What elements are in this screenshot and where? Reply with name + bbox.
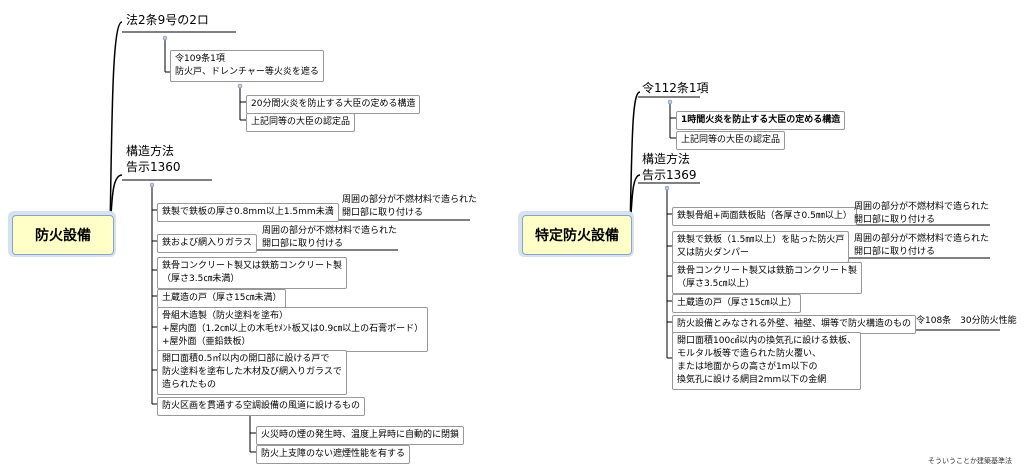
left-item-3[interactable]: 鉄骨コンクリート製又は鉄筋コンクリート製 （厚さ3.5㎝未満） [157,257,348,289]
right-item-5-note: 令108条 30分防火性能 [916,316,1017,326]
right-item-2-note: 周囲の部分が不燃材料で造られた 開口部に取り付ける [854,234,990,257]
left-branch2-title[interactable]: 構造方法 告示1360 [126,144,181,174]
right-branch1-title[interactable]: 令112条1項 [642,81,709,95]
left-branch1-grandchild-1[interactable]: 20分間火炎を防止する大臣の定める構造 [246,95,421,114]
right-root-node[interactable]: 特定防火設備 [522,215,632,255]
left-item-2[interactable]: 鉄および網入りガラス [157,234,257,253]
left-branch1-child[interactable]: 令109条1項 防火戸、ドレンチャー等火炎を遮る [170,50,324,82]
left-item-5[interactable]: 骨組木造製（防火塗料を塗布） +屋内面（1.2㎝以上の木毛ｾﾒﾝﾄ板又は0.9㎝… [157,307,429,352]
right-item-1[interactable]: 鉄製骨組+両面鉄板貼（各厚さ0.5㎜以上） [672,207,857,226]
left-branch1-grandchild-2[interactable]: 上記同等の大臣の認定品 [246,113,356,132]
right-item-4[interactable]: 土蔵造の戸（厚さ15㎝以上） [672,294,802,313]
left-item-1[interactable]: 鉄製で鉄板の厚さ0.8mm以上1.5mm未満 [157,203,339,222]
left-duct-child-1[interactable]: 火災時の煙の発生時、温度上昇時に自動的に閉鎖 [256,426,465,445]
left-item-2-note: 周囲の部分が不燃材料で造られた 開口部に取り付ける [262,226,398,249]
left-item-1-note: 周囲の部分が不燃材料で造られた 開口部に取り付ける [342,195,478,218]
right-branch1-item-1[interactable]: 1時間火炎を防止する大臣の定める構造 [676,111,846,130]
credit-text: そういうことか建築基準法 [928,457,1012,465]
right-branch2-title[interactable]: 構造方法 告示1369 [642,152,697,182]
left-item-6[interactable]: 開口面積0.5㎡以内の開口部に設ける戸で 防火塗料を塗布した木材及び網入りガラス… [157,350,347,395]
right-item-6[interactable]: 開口面積100㎠以内の換気孔に設ける鉄板、 モルタル板等で造られた防火覆い、 ま… [672,332,862,390]
right-item-1-note: 周囲の部分が不燃材料で造られた 開口部に取り付ける [854,202,990,225]
left-item-4[interactable]: 土蔵造の戸（厚さ15㎝未満） [157,289,287,308]
left-branch1-title[interactable]: 法2条9号の2ロ [126,13,209,27]
left-duct-child-2[interactable]: 防火上支障のない遮煙性能を有する [256,445,411,464]
right-item-2[interactable]: 鉄製で鉄板（1.5㎜以上）を貼った防火戸 又は防火ダンパー [672,231,850,263]
right-branch1-item-2[interactable]: 上記同等の大臣の認定品 [676,131,786,150]
left-item-7[interactable]: 防火区画を貫通する空調設備の風道に設けるもの [157,397,366,416]
left-root-node[interactable]: 防火設備 [12,215,114,255]
right-item-3[interactable]: 鉄骨コンクリート製又は鉄筋コンクリート製 （厚さ3.5㎝以上） [672,262,863,294]
